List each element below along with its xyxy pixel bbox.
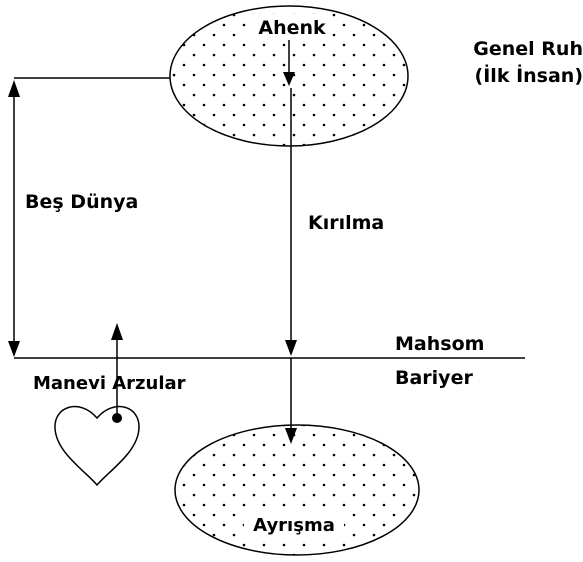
heart-icon [54,405,140,487]
manevi-arzular-label: Manevi Arzular [33,373,186,394]
ilk-insan-label: (İlk İnsan) [475,63,583,87]
bariyer-label: Bariyer [395,367,473,389]
bracket-down-arrowhead [8,341,20,357]
mahsom-label: Mahsom [395,333,484,355]
bes-dunya-bracket [8,77,170,357]
bes-dunya-label: Beş Dünya [25,191,138,213]
genel-ruh-label: Genel Ruh [473,38,583,60]
kirilma-arrow [285,88,297,356]
manevi-arzular-arrow [111,323,123,418]
kirilma-label: Kırılma [308,212,384,234]
ayrisma-label: Ayrışma [253,515,335,536]
ayrisma-ellipse [174,424,420,556]
bracket-up-arrowhead [8,80,20,97]
ahenk-label-backdrop [251,14,331,40]
ahenk-inner-arrow [283,40,295,86]
ahenk-label: Ahenk [258,17,326,39]
ayrisma-label-backdrop [244,512,344,538]
